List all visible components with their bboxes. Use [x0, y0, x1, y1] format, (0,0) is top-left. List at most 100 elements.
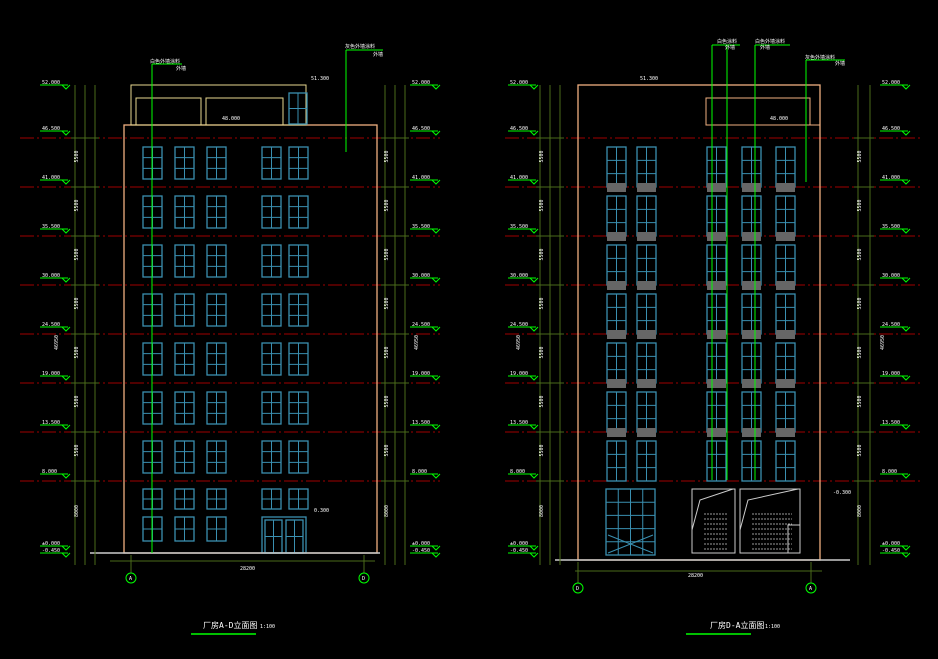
dimension-label: 5500 — [857, 150, 863, 162]
ramp-opening — [739, 488, 801, 554]
grid-bubble — [805, 582, 817, 594]
note: 白色涂料 — [717, 38, 737, 45]
spandrel-band — [742, 281, 761, 290]
level-label: 46.500 — [412, 126, 430, 132]
spandrel-band — [776, 379, 795, 388]
dimension-label: 5500 — [857, 248, 863, 260]
grid-label: A — [809, 586, 812, 592]
storefront-brace — [607, 534, 654, 554]
note: 外墙 — [176, 65, 186, 72]
note: 外墙 — [835, 60, 845, 67]
parapet-panel — [135, 97, 202, 126]
level-label: ±0.000 — [412, 541, 430, 547]
dimension-label: 5500 — [539, 199, 545, 211]
elevation-a-d: 52.000 46.500 41.000 35.500 30.000 24.500 19.0… — [20, 49, 441, 573]
note: 外墙 — [725, 44, 735, 51]
level-label: 19.000 — [42, 371, 60, 377]
dimension-label: 5500 — [857, 444, 863, 456]
spandrel-band — [607, 379, 626, 388]
level-symbol — [901, 473, 911, 479]
spandrel-band — [707, 232, 726, 241]
dimension-label: 5500 — [857, 395, 863, 407]
dimension-label: 5500 — [539, 346, 545, 358]
level-symbol — [431, 228, 441, 234]
level-symbol — [529, 277, 539, 283]
spandrel-band — [607, 281, 626, 290]
level-label: 35.500 — [510, 224, 528, 230]
grid-bubble — [125, 572, 137, 584]
dimension-label: 5500 — [539, 395, 545, 407]
dimension-label: 5500 — [539, 444, 545, 456]
level-symbol — [901, 326, 911, 332]
elevation-d-a: 52.00046.50041.00035.50030.00024.50019.0… — [505, 44, 920, 583]
level-symbol — [901, 130, 911, 136]
total-height: 46950 — [516, 335, 522, 350]
note: 白色外墙涂料 — [150, 58, 180, 65]
dimension-label: 5500 — [539, 150, 545, 162]
level-symbol — [901, 424, 911, 430]
dimension-label: 5500 — [384, 346, 390, 358]
level-symbol — [529, 424, 539, 430]
spandrel-band — [637, 281, 656, 290]
level-label: 35.500 — [412, 224, 430, 230]
level-label: 30.000 — [42, 273, 60, 279]
level-label: 52.000 — [412, 80, 430, 86]
spandrel-band — [607, 183, 626, 192]
dimension-label: 8000 — [857, 505, 863, 517]
level-label: 30.000 — [412, 273, 430, 279]
level-label: 13.500 — [42, 420, 60, 426]
level-symbol — [431, 326, 441, 332]
level-label: 19.000 — [510, 371, 528, 377]
side-door — [787, 524, 801, 554]
level-label: 8.000 — [42, 469, 57, 475]
level-label: 13.500 — [882, 420, 900, 426]
level-label: 8.000 — [882, 469, 897, 475]
title-left: 厂房A-D立面图 — [203, 620, 257, 630]
level-symbol — [61, 179, 71, 185]
level-label: -0.450 — [510, 548, 528, 554]
level-symbol — [529, 552, 539, 558]
level-symbol — [61, 545, 71, 551]
roof-level: 51.300 — [640, 76, 658, 82]
level-label: 46.500 — [42, 126, 60, 132]
level-label: ±0.000 — [510, 541, 528, 547]
level-label: 41.000 — [42, 175, 60, 181]
dimension-label: 5500 — [74, 444, 80, 456]
spandrel-band — [637, 232, 656, 241]
level-symbol — [901, 228, 911, 234]
level-label: 24.500 — [510, 322, 528, 328]
roof-level: 48.000 — [222, 116, 240, 122]
spandrel-band — [637, 379, 656, 388]
entrance-level: 0.300 — [314, 508, 329, 514]
spandrel-band — [607, 330, 626, 339]
level-label: 30.000 — [510, 273, 528, 279]
spandrel-band — [637, 330, 656, 339]
level-symbol — [901, 552, 911, 558]
level-symbol — [61, 552, 71, 558]
parapet — [130, 84, 307, 126]
level-label: 35.500 — [882, 224, 900, 230]
spandrel-band — [776, 281, 795, 290]
level-label: -0.450 — [412, 548, 430, 554]
spandrel-band — [776, 330, 795, 339]
grid-bubble — [572, 582, 584, 594]
parapet — [705, 97, 811, 126]
level-label: 41.000 — [412, 175, 430, 181]
spandrel-band — [637, 428, 656, 437]
level-label: 24.500 — [882, 322, 900, 328]
level-label: 19.000 — [412, 371, 430, 377]
level-symbol — [431, 545, 441, 551]
level-label: 52.000 — [510, 80, 528, 86]
ramp-line — [739, 488, 799, 531]
level-label: 24.500 — [42, 322, 60, 328]
note: 白色外墙涂料 — [755, 38, 785, 45]
grid-label: D — [576, 586, 579, 592]
spandrel-band — [707, 379, 726, 388]
level-label: 8.000 — [510, 469, 525, 475]
spandrel-band — [707, 428, 726, 437]
spandrel-band — [776, 232, 795, 241]
total-height: 46950 — [414, 335, 420, 350]
level-symbol — [529, 375, 539, 381]
dimension-label: 5500 — [74, 297, 80, 309]
level-label: 52.000 — [882, 80, 900, 86]
